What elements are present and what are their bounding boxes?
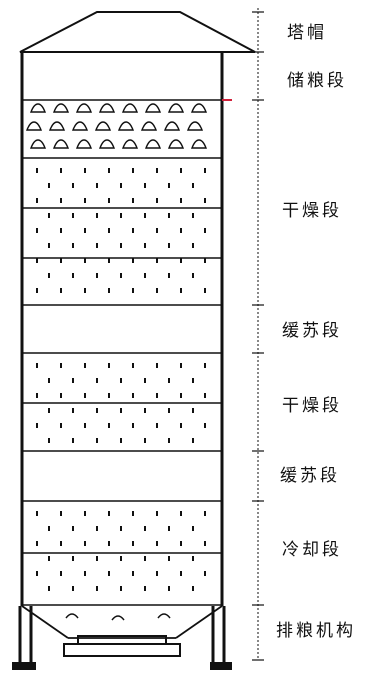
dimension-ticks <box>252 11 264 661</box>
label-tempering-2: 缓苏段 <box>280 466 340 486</box>
label-storage: 储粮段 <box>287 71 347 91</box>
left-foot <box>12 662 36 670</box>
discharge-mechanism <box>63 635 181 657</box>
grain-dot-pattern <box>36 168 206 591</box>
label-drying-1: 干燥段 <box>282 201 342 221</box>
right-foot <box>210 662 232 670</box>
label-discharge: 排粮机构 <box>276 621 356 641</box>
label-drying-2: 干燥段 <box>282 396 342 416</box>
section-dividers <box>22 99 222 606</box>
label-cap: 塔帽 <box>287 23 327 43</box>
storage-grain-pattern <box>25 103 208 149</box>
discharge-hopper <box>21 605 223 639</box>
label-cooling: 冷却段 <box>282 540 342 560</box>
label-tempering-1: 缓苏段 <box>282 321 342 341</box>
tower-cap-roof <box>19 11 256 53</box>
support-legs <box>18 606 226 662</box>
